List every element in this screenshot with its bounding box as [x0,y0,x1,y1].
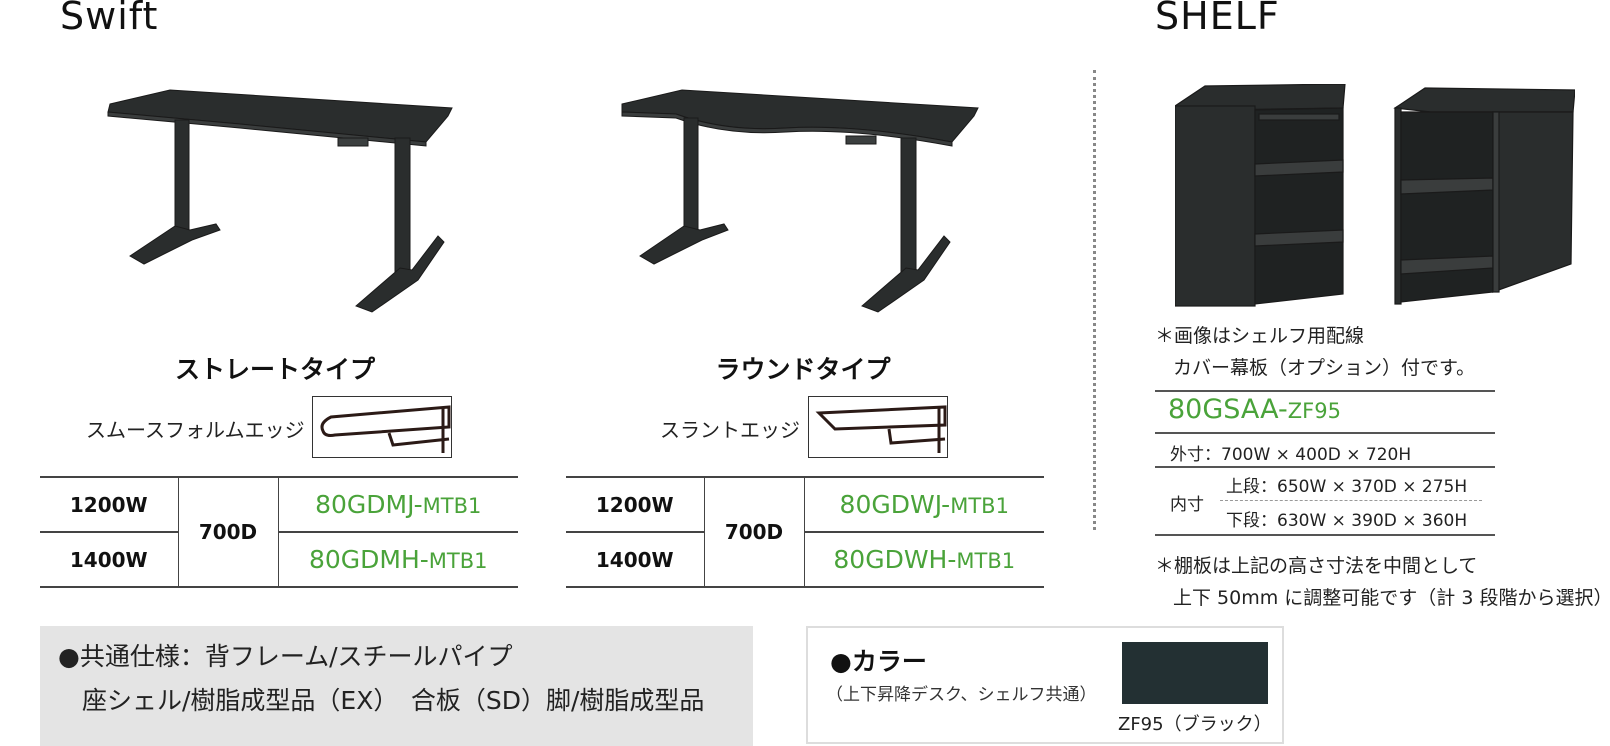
width-cell: 1200W [566,476,705,533]
color-subtitle: （上下昇降デスク、シェルフ共通） [826,685,1097,705]
shelf-image-note-line1: ＊画像はシェルフ用配線 [1155,325,1365,347]
swift-heading: Swift [60,0,159,38]
width-cell: 1400W [566,531,705,588]
table-row: 1200W 700D 80GDMJ-MTB1 [40,476,518,588]
product-code-suffix: MTB1 [422,494,482,518]
shelf-image-note: ＊画像はシェルフ用配線 カバー幕板（オプション）付です。 [1155,320,1475,384]
shelf-inner-lower: 下段：630W × 390D × 360H [1226,511,1468,531]
product-code-cell: 80GDWH-MTB1 [804,531,1044,588]
common-spec-line1: ●共通仕様：背フレーム/スチールパイプ [58,642,513,671]
shelf-outer-dimensions: 外寸：700W × 400D × 720H [1170,445,1412,465]
product-code-cell: 80GDMJ-MTB1 [278,476,518,533]
straight-spec-table: 1200W 700D 80GDMJ-MTB1 1400W 80GDMH-MTB1 [40,476,518,588]
color-swatch-label: ZF95（ブラック） [1118,714,1272,735]
round-type-title: ラウンドタイプ [715,355,891,384]
product-code-suffix: MTB1 [950,494,1009,518]
table-row: 1200W 700D 80GDWJ-MTB1 [566,476,1044,588]
shelf-inner-dash [1220,500,1482,501]
smooth-edge-diagram [312,396,452,458]
smooth-edge-profile [320,405,451,453]
straight-edge-label: スムースフォルムエッジ [86,418,305,442]
color-title: ●カラー [830,647,927,676]
depth-cell: 700D [704,476,805,588]
shelf-adjust-note: ＊棚板は上記の高さ寸法を中間として 上下 50mm に調整可能です（計 3 段階… [1155,550,1610,614]
shelf-product-code: 80GSAA-ZF95 [1168,394,1341,425]
product-code-suffix: MTB1 [428,549,488,573]
product-code: 80GDMH- [308,545,429,574]
shelf-code-suffix: ZF95 [1287,399,1341,423]
common-spec-line2: 座シェル/樹脂成型品（EX） 合板（SD）脚/樹脂成型品 [82,686,705,715]
shelf-rule-2 [1155,432,1495,434]
product-code-cell: 80GDMH-MTB1 [278,531,518,588]
shelf-adjust-note-line1: ＊棚板は上記の高さ寸法を中間として [1155,555,1478,577]
round-desk-image [621,89,979,313]
shelf-rule-bottom [1155,534,1495,536]
shelf-image-note-line2: カバー幕板（オプション）付です。 [1173,357,1476,379]
slant-edge-profile [815,405,947,453]
depth-cell: 700D [178,476,279,588]
slant-edge-diagram [808,396,948,458]
product-code: 80GDWJ- [839,490,951,519]
color-swatch-zf95 [1122,642,1268,704]
table-row: 1400W 80GDWH-MTB1 [566,531,1044,588]
common-spec-box: ●共通仕様：背フレーム/スチールパイプ 座シェル/樹脂成型品（EX） 合板（SD… [40,626,753,746]
shelf-code: 80GSAA- [1168,394,1288,425]
shelf-heading: SHELF [1155,0,1280,38]
width-cell: 1200W [40,476,179,533]
width-cell: 1400W [40,531,179,588]
shelf-rule-3 [1155,466,1495,468]
round-edge-label: スラントエッジ [660,418,800,442]
product-code-suffix: MTB1 [956,549,1016,573]
section-divider [1093,70,1096,530]
straight-desk-image [107,89,453,313]
shelf-rule-top [1155,390,1495,392]
shelf-inner-label: 内寸 [1170,495,1204,515]
shelf-inner-upper: 上段：650W × 370D × 275H [1226,477,1468,497]
table-row: 1400W 80GDMH-MTB1 [40,531,518,588]
shelf-image [1175,84,1575,307]
product-code-cell: 80GDWJ-MTB1 [804,476,1044,533]
product-code: 80GDMJ- [315,490,423,519]
shelf-adjust-note-line2: 上下 50mm に調整可能です（計 3 段階から選択） [1173,587,1610,609]
color-box: ●カラー （上下昇降デスク、シェルフ共通） ZF95（ブラック） [806,626,1284,744]
straight-type-title: ストレートタイプ [174,355,375,384]
product-code: 80GDWH- [833,545,957,574]
round-spec-table: 1200W 700D 80GDWJ-MTB1 1400W 80GDWH-MTB1 [566,476,1044,588]
